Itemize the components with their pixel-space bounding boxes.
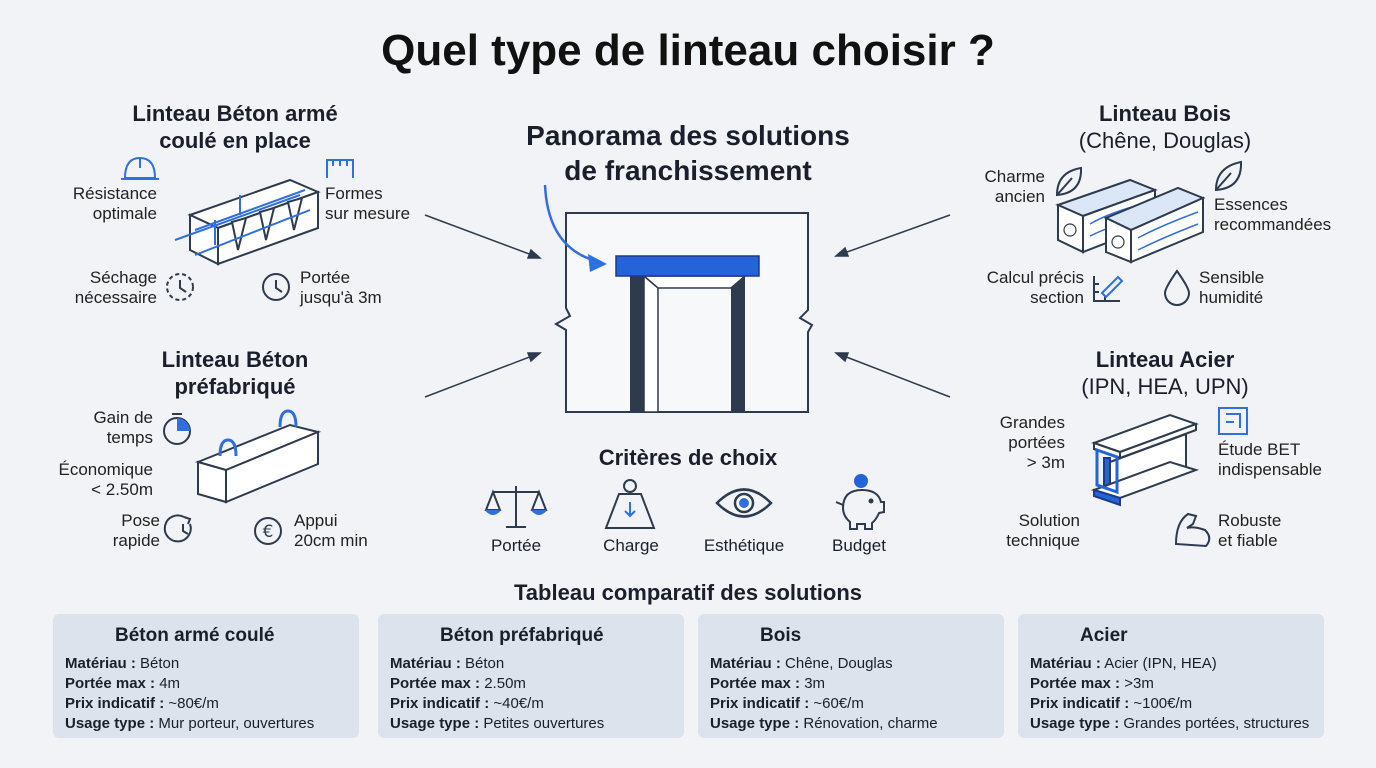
card-name: Bois <box>760 625 802 646</box>
card-beton-prefa: Béton préfabriqué Matériau : Béton Porté… <box>378 614 684 738</box>
card-row-materiau: Matériau : Acier (IPN, HEA) <box>1030 655 1217 672</box>
label-calcul: Calcul précis section <box>986 268 1084 307</box>
label-gain-temps: Gain de temps <box>93 408 153 447</box>
card-row-usage: Usage type : Petites ouvertures <box>390 715 605 732</box>
clock-arrow-icon <box>163 514 192 543</box>
label-economique: Économique < 2.50m <box>58 460 153 499</box>
card-name: Béton préfabriqué <box>440 625 604 646</box>
label-etude-bet: Étude BET indispensable <box>1218 440 1322 479</box>
label-robuste: Robuste et fiable <box>1218 511 1282 550</box>
pencil-ruler-icon <box>1093 275 1124 302</box>
label-portee-3m: Portée jusqu'à 3m <box>300 268 382 307</box>
card-row-portee: Portée max : 4m <box>65 675 181 692</box>
card-row-materiau: Matériau : Béton <box>65 655 180 672</box>
label-charme: Charme ancien <box>984 167 1045 206</box>
label-formes: Formes sur mesure <box>325 184 411 223</box>
criteria-label-charge: Charge <box>603 536 659 555</box>
card-name: Acier <box>1080 625 1128 646</box>
eye-icon <box>715 488 773 518</box>
leaf-icon-2 <box>1214 160 1243 192</box>
wood-beams <box>1055 178 1206 264</box>
card-row-usage: Usage type : Grandes portées, structures <box>1030 715 1310 732</box>
card-row-portee: Portée max : 3m <box>710 675 826 692</box>
label-solution-technique: Solution technique <box>1006 511 1080 550</box>
arrows-to-center <box>424 214 951 398</box>
card-row-materiau: Matériau : Chêne, Douglas <box>710 655 893 672</box>
card-bois: Bois Matériau : Chêne, Douglas Portée ma… <box>698 614 1004 738</box>
acier-title: Linteau Acier (IPN, HEA, UPN) <box>1081 347 1249 399</box>
card-row-usage: Usage type : Rénovation, charme <box>710 715 938 732</box>
scale-icon <box>484 486 548 528</box>
card-row-prix: Prix indicatif : ~100€/m <box>1030 695 1193 712</box>
table-title: Tableau comparatif des solutions <box>514 580 862 605</box>
card-row-materiau: Matériau : Béton <box>390 655 505 672</box>
card-beton-arme: Béton armé coulé Matériau : Béton Portée… <box>53 614 359 738</box>
card-acier: Acier Matériau : Acier (IPN, HEA) Portée… <box>1018 614 1324 738</box>
label-grandes-portees: Grandes portées > 3m <box>999 413 1065 472</box>
formwork-icon <box>326 159 354 178</box>
page-title: Quel type de linteau choisir ? <box>381 26 995 75</box>
card-row-prix: Prix indicatif : ~80€/m <box>65 695 219 712</box>
piggy-bank-icon <box>835 474 885 530</box>
card-row-portee: Portée max : >3m <box>1030 675 1154 692</box>
clock-dashed-icon <box>166 273 194 301</box>
label-resistance: Résistance optimale <box>72 184 157 223</box>
svg-text:€: € <box>263 522 274 542</box>
helmet-icon <box>121 156 159 180</box>
wall-opening-diagram <box>543 184 814 413</box>
leaf-icon <box>1055 166 1083 197</box>
euro-icon: € <box>254 517 282 545</box>
card-row-portee: Portée max : 2.50m <box>390 675 526 692</box>
label-appui: Appui 20cm min <box>294 511 368 550</box>
criteria-label-esthetique: Esthétique <box>703 536 785 555</box>
blueprint-icon <box>1218 407 1248 435</box>
criteria-label-budget: Budget <box>832 536 886 555</box>
criteria-title: Critères de choix <box>598 445 778 470</box>
clock-icon <box>262 273 290 301</box>
label-sechage: Séchage nécessaire <box>74 268 157 307</box>
bois-title: Linteau Bois (Chêne, Douglas) <box>1078 101 1252 153</box>
steel-ibeam <box>1090 413 1200 507</box>
droplet-icon <box>1163 269 1191 306</box>
beton-prefa-title: Linteau Béton préfabriqué <box>161 347 309 399</box>
weight-icon <box>604 479 656 529</box>
label-essences: Essences recommandées <box>1214 195 1332 234</box>
card-row-prix: Prix indicatif : ~60€/m <box>710 695 864 712</box>
card-name: Béton armé coulé <box>115 625 275 646</box>
criteria-label-portee: Portée <box>490 536 542 555</box>
label-pose-rapide: Pose rapide <box>112 511 160 550</box>
card-row-usage: Usage type : Mur porteur, ouvertures <box>65 715 315 732</box>
card-row-prix: Prix indicatif : ~40€/m <box>390 695 544 712</box>
muscle-icon <box>1174 512 1211 548</box>
beton-arme-title: Linteau Béton armé coulé en place <box>132 101 338 153</box>
lintel-beam <box>615 255 760 277</box>
center-title: Panorama des solutions de franchissement <box>526 120 850 186</box>
label-sensible: Sensible humidité <box>1199 268 1265 307</box>
stopwatch-icon <box>163 413 191 445</box>
precast-beam <box>194 409 322 504</box>
beton-arme-formwork <box>174 178 321 266</box>
